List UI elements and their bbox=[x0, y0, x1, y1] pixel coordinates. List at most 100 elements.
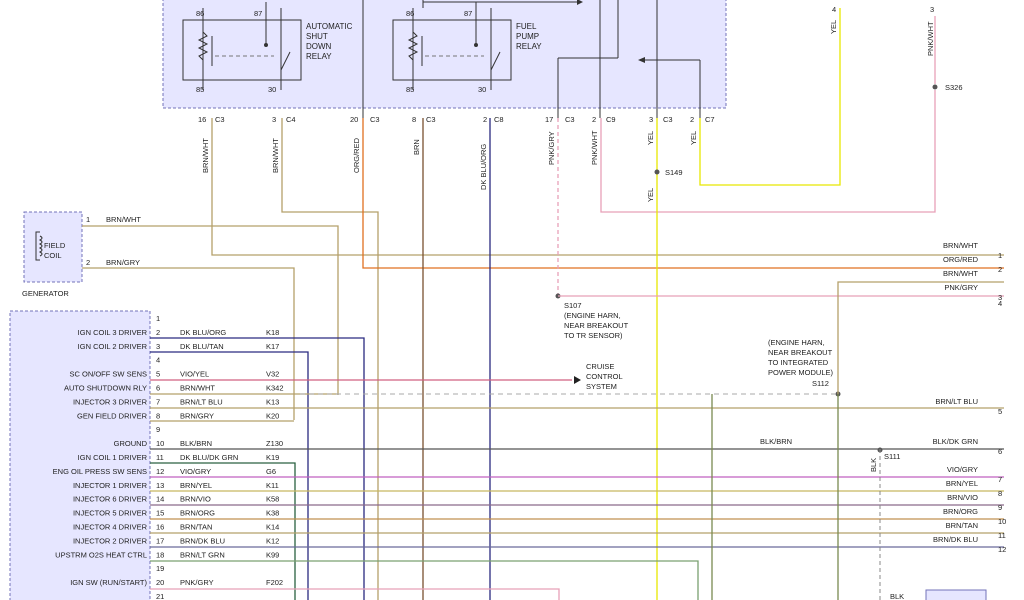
top-right-pin-3: 3 bbox=[930, 5, 934, 14]
pcm-circuit-id: K38 bbox=[266, 509, 279, 518]
right-pin-number: 8 bbox=[998, 489, 1002, 498]
pcm-circuit-id: K19 bbox=[266, 453, 279, 462]
splice-s112: S112 bbox=[812, 379, 829, 388]
pcm-wire-color: VIO/YEL bbox=[180, 370, 209, 379]
pcm-function-label: IGN COIL 2 DRIVER bbox=[78, 342, 148, 351]
pcm-function-label: IGN COIL 3 DRIVER bbox=[78, 328, 148, 337]
wire-dk-blu-org-k18 bbox=[150, 337, 365, 600]
conn9-name: C7 bbox=[705, 115, 715, 124]
cruise-line-1: CRUISE bbox=[586, 362, 614, 371]
right-wire-color: BRN/ORG bbox=[943, 507, 978, 516]
right-wire-color: BRN/YEL bbox=[946, 479, 978, 488]
pcm-wire-color: DK BLU/ORG bbox=[180, 328, 226, 337]
wire-pnk-gry-f202 bbox=[150, 588, 560, 600]
pcm-circuit-id: K99 bbox=[266, 550, 279, 559]
pcm-circuit-id: K342 bbox=[266, 384, 284, 393]
top-right-pin-4: 4 bbox=[832, 5, 836, 14]
splice-s149: S149 bbox=[665, 168, 683, 177]
wire-yel-c7 bbox=[699, 8, 841, 186]
conn6-pin: 17 bbox=[545, 115, 553, 124]
s112-note-4: POWER MODULE) bbox=[768, 368, 834, 377]
auto-shutdown-relay: 86 87 85 30 AUTOMATIC SHUT DOWN RELAY bbox=[182, 2, 353, 94]
right-pin-number: 4 bbox=[998, 299, 1002, 308]
conn1-pin: 16 bbox=[198, 115, 206, 124]
pcm-wire-color: BRN/WHT bbox=[180, 384, 215, 393]
pcm-wire-color: BLK/BRN bbox=[180, 439, 212, 448]
pcm-function-label: IGN SW (RUN/START) bbox=[70, 578, 147, 587]
pcm-pin-number: 14 bbox=[156, 495, 164, 504]
wire-pnk-wht bbox=[600, 90, 936, 213]
conn4-name: C3 bbox=[426, 115, 436, 124]
pcm-pin-number: 13 bbox=[156, 481, 164, 490]
conn8-name: C3 bbox=[663, 115, 673, 124]
pcm-pin-number: 19 bbox=[156, 564, 164, 573]
relay1-pin-87: 87 bbox=[254, 9, 262, 18]
label-blk-bottom: BLK bbox=[890, 592, 904, 600]
wire-gen-brn-wht bbox=[82, 225, 339, 395]
conn2-pin: 3 bbox=[272, 115, 276, 124]
s107-note-2: NEAR BREAKOUT bbox=[564, 321, 629, 330]
relay1-pin-86: 86 bbox=[196, 9, 204, 18]
vlabel-yel-top: YEL bbox=[829, 20, 838, 34]
pcm-wire-color: BRN/LT GRN bbox=[180, 550, 225, 559]
conn1-name: C3 bbox=[215, 115, 225, 124]
pcm-pin-number: 7 bbox=[156, 397, 160, 406]
relay2-pin-87: 87 bbox=[464, 9, 472, 18]
wire-brn-wht-row3 bbox=[837, 281, 1004, 394]
conn4-pin: 8 bbox=[412, 115, 416, 124]
pcm-circuit-id: K18 bbox=[266, 328, 279, 337]
right-wire-color: BRN/DK BLU bbox=[933, 535, 978, 544]
vlabel-brn-wht-2: BRN/WHT bbox=[271, 138, 280, 173]
gen-pin-1: 1 bbox=[86, 215, 90, 224]
pcm-function-label: INJECTOR 5 DRIVER bbox=[73, 509, 148, 518]
pcm-wire-color: BRN/YEL bbox=[180, 481, 212, 490]
pcm-wire-color: BRN/TAN bbox=[180, 523, 212, 532]
right-wire-color: ORG/RED bbox=[943, 255, 979, 264]
right-pin-number: 5 bbox=[998, 407, 1002, 416]
ground-connector bbox=[925, 589, 987, 600]
conn3-name: C3 bbox=[370, 115, 380, 124]
fuel-pump-relay: 86 87 85 30 FUEL PUMP RELAY bbox=[392, 2, 542, 94]
relay2-label-line2: PUMP bbox=[516, 32, 539, 41]
pcm-wire-color: BRN/ORG bbox=[180, 509, 215, 518]
pcm-pin-number: 8 bbox=[156, 411, 160, 420]
pcm-wire-color: DK BLU/TAN bbox=[180, 342, 224, 351]
conn8-pin: 3 bbox=[649, 115, 653, 124]
vertical-wire-labels: BRN/WHT BRN/WHT ORG/RED BRN DK BLU/ORG P… bbox=[201, 20, 935, 472]
wire-dk-blu-dk-grn-k19 bbox=[150, 462, 296, 600]
cruise-line-3: SYSTEM bbox=[586, 382, 617, 391]
right-wire-color: BRN/WHT bbox=[943, 241, 978, 250]
splice-s107: S107 bbox=[564, 301, 582, 310]
wire-brn-lt-grn-k99 bbox=[150, 560, 699, 600]
field-coil-line1: FIELD bbox=[44, 241, 66, 250]
gen-wire-1: BRN/WHT bbox=[106, 215, 141, 224]
conn7-name: C9 bbox=[606, 115, 616, 124]
wire-brn-wht-c4 bbox=[281, 118, 379, 600]
pcm-function-label: AUTO SHUTDOWN RLY bbox=[64, 384, 147, 393]
splice-dot bbox=[654, 169, 660, 175]
pcm-circuit-id: V32 bbox=[266, 370, 279, 379]
splice-dot bbox=[932, 84, 938, 90]
right-pin-number: 11 bbox=[998, 531, 1006, 540]
vlabel-dk-blu-org: DK BLU/ORG bbox=[479, 144, 488, 190]
splice-s326: S326 bbox=[945, 83, 963, 92]
pcm-circuit-id: G6 bbox=[266, 467, 276, 476]
relay1-label-line3: DOWN bbox=[306, 42, 332, 51]
conn9-pin: 2 bbox=[690, 115, 694, 124]
right-pin-number: 9 bbox=[998, 503, 1002, 512]
pcm-pin-number: 6 bbox=[156, 384, 160, 393]
pcm-wire-color: PNK/GRY bbox=[180, 578, 214, 587]
conn5-name: C8 bbox=[494, 115, 504, 124]
cruise-line-2: CONTROL bbox=[586, 372, 623, 381]
pcm-function-label: INJECTOR 4 DRIVER bbox=[73, 523, 148, 532]
vlabel-pnk-gry: PNK/GRY bbox=[547, 131, 556, 165]
pcm-pin-number: 5 bbox=[156, 370, 160, 379]
connector-labels: 16 C3 3 C4 20 C3 8 C3 2 C8 17 C3 2 C9 3 … bbox=[198, 115, 715, 124]
right-wire-color: BLK/DK GRN bbox=[933, 437, 978, 446]
relay1-pin-30: 30 bbox=[268, 85, 276, 94]
pcm-pin-number: 3 bbox=[156, 342, 160, 351]
right-pin-number: 10 bbox=[998, 517, 1006, 526]
vlabel-brn: BRN bbox=[412, 139, 421, 155]
pcm-circuit-id: K58 bbox=[266, 495, 279, 504]
